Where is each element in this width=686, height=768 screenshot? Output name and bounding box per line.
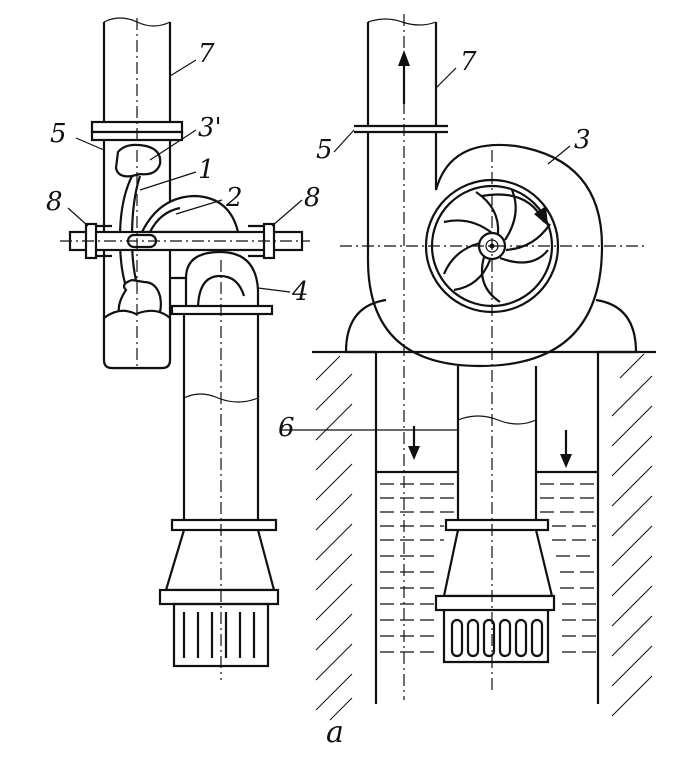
leader-lines: [67, 59, 571, 431]
label-2: 2: [225, 183, 243, 213]
label-7-left: 7: [198, 39, 215, 69]
label-8-right: 8: [304, 183, 321, 213]
label-8-left: 8: [46, 187, 63, 217]
front-section-view: [312, 14, 656, 721]
figure-caption: a: [326, 715, 344, 750]
label-3-right: 3: [574, 125, 591, 155]
label-4: 4: [291, 277, 309, 307]
label-5-right: 5: [316, 135, 333, 165]
label-7-right: 7: [460, 47, 477, 77]
side-section-view: [60, 17, 310, 680]
label-5-left: 5: [50, 119, 67, 149]
strainer-slots: [450, 618, 544, 658]
ground-hatch-left: [315, 355, 353, 721]
label-3-prime: 3': [198, 113, 222, 143]
label-6: 6: [278, 413, 295, 443]
water-lines: [380, 483, 596, 653]
label-1: 1: [198, 155, 215, 185]
ground-hatch-right: [611, 353, 653, 717]
